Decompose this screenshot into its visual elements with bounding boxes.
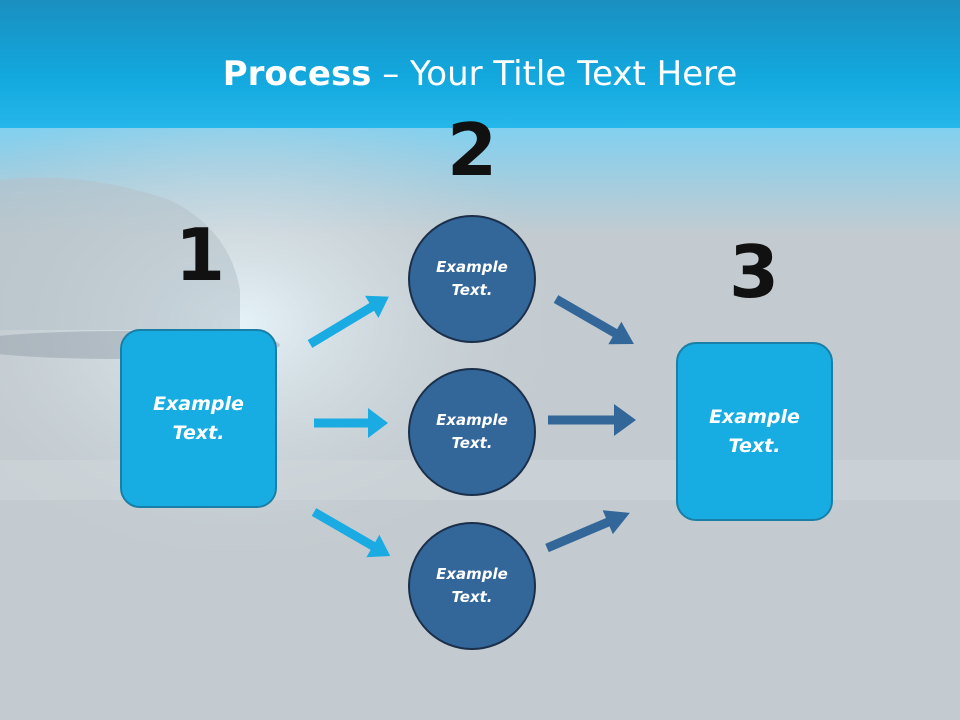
slide-title: Process – Your Title Text Here	[0, 52, 960, 96]
arrow-1-to-top	[307, 295, 389, 348]
step-2-circle-bottom: Example Text.	[408, 522, 536, 650]
arrow-1-to-bottom	[311, 508, 391, 558]
step-3-box: Example Text.	[676, 342, 833, 521]
step-2-circle-top-text: Example Text.	[436, 258, 508, 299]
title-rest: – Your Title Text Here	[371, 54, 738, 94]
arrow-1-to-middle	[314, 408, 388, 438]
step-2-circle-top: Example Text.	[408, 215, 536, 343]
title-bold: Process	[222, 54, 372, 94]
step-3-text: Example Text.	[709, 405, 800, 457]
step-1-text: Example Text.	[153, 392, 244, 444]
step-2-circle-middle: Example Text.	[408, 368, 536, 496]
step-number-1: 1	[174, 213, 226, 297]
step-2-circle-middle-text: Example Text.	[436, 411, 508, 452]
step-2-circle-bottom-text: Example Text.	[436, 565, 508, 606]
step-1-box: Example Text.	[120, 329, 277, 508]
step-number-2: 2	[446, 108, 498, 192]
arrow-bottom-to-3	[545, 510, 630, 553]
arrow-middle-to-3	[548, 404, 636, 436]
arrow-top-to-3	[553, 295, 634, 345]
step-number-3: 3	[728, 230, 780, 314]
